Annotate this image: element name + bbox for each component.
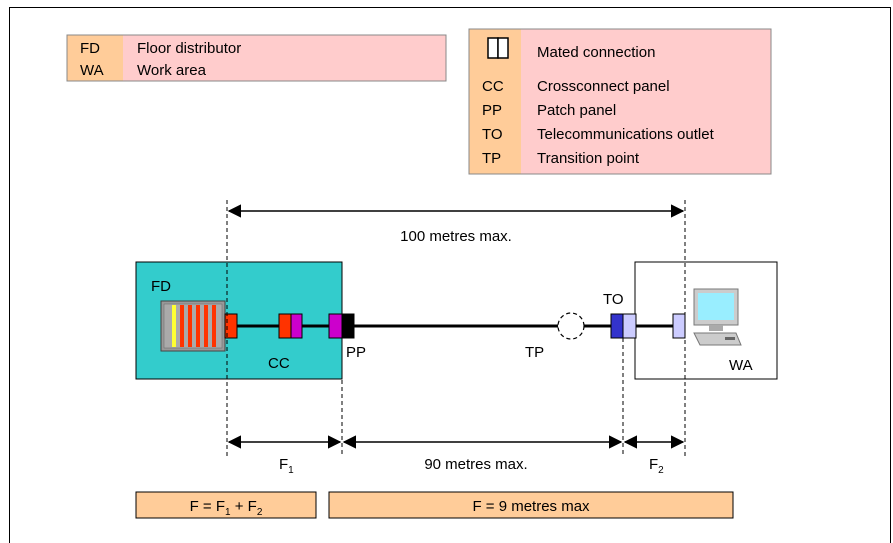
transition-point-icon xyxy=(557,312,585,340)
formula-right-text: F = 9 metres max xyxy=(472,498,590,515)
diagram-frame xyxy=(9,7,891,543)
computer-icon xyxy=(693,288,742,346)
fd-connector xyxy=(224,313,238,339)
legend-tp-text: Transition point xyxy=(537,150,640,167)
formula-box-right xyxy=(328,491,734,519)
legend-to-text: Telecommunications outlet xyxy=(537,126,715,143)
to-connector-blue xyxy=(610,313,624,339)
legend-left: FD Floor distributor WA Work area xyxy=(66,34,447,82)
cc-label: CC xyxy=(268,355,290,372)
legend-wa-abbr: WA xyxy=(80,62,104,79)
legend-mated-text: Mated connection xyxy=(537,44,655,61)
legend-cc-text: Crossconnect panel xyxy=(537,78,670,95)
pp-label: PP xyxy=(346,344,366,361)
legend-pp-abbr: PP xyxy=(482,102,502,119)
legend-left-abbr-bg xyxy=(67,35,123,81)
legend-right: Mated connection CC Crossconnect panel P… xyxy=(468,28,772,175)
legend-pp-text: Patch panel xyxy=(537,102,616,119)
pp-connector-black xyxy=(341,313,355,339)
legend-fd-abbr: FD xyxy=(80,40,100,57)
fd-label: FD xyxy=(151,278,171,295)
formula-left-text: F = F1 + F2 xyxy=(190,498,263,518)
legend-to-abbr: TO xyxy=(482,126,503,143)
pp-connector-purple xyxy=(328,313,343,339)
tp-label: TP xyxy=(525,344,544,361)
wa-connector xyxy=(672,313,686,339)
legend-wa-text: Work area xyxy=(137,62,207,79)
legend-right-text-bg xyxy=(521,29,771,174)
legend-cc-abbr: CC xyxy=(482,78,504,95)
f1-label: F1 xyxy=(279,456,294,476)
legend-fd-text: Floor distributor xyxy=(137,40,241,57)
cc-connector-purple xyxy=(290,313,303,339)
formula-box-left xyxy=(135,491,317,519)
legend-tp-abbr: TP xyxy=(482,150,501,167)
f2-label: F2 xyxy=(649,456,664,476)
to-label: TO xyxy=(603,291,624,308)
floor-distributor-icon xyxy=(160,300,226,352)
wa-label: WA xyxy=(729,357,753,374)
dimension-100m-label: 100 metres max. xyxy=(400,228,512,245)
cc-connector-red xyxy=(278,313,292,339)
mated-connection-icon xyxy=(487,37,509,59)
to-connector-lavender xyxy=(622,313,637,339)
legend-left-text-bg xyxy=(123,35,446,81)
dimension-90m-label: 90 metres max. xyxy=(424,456,527,473)
